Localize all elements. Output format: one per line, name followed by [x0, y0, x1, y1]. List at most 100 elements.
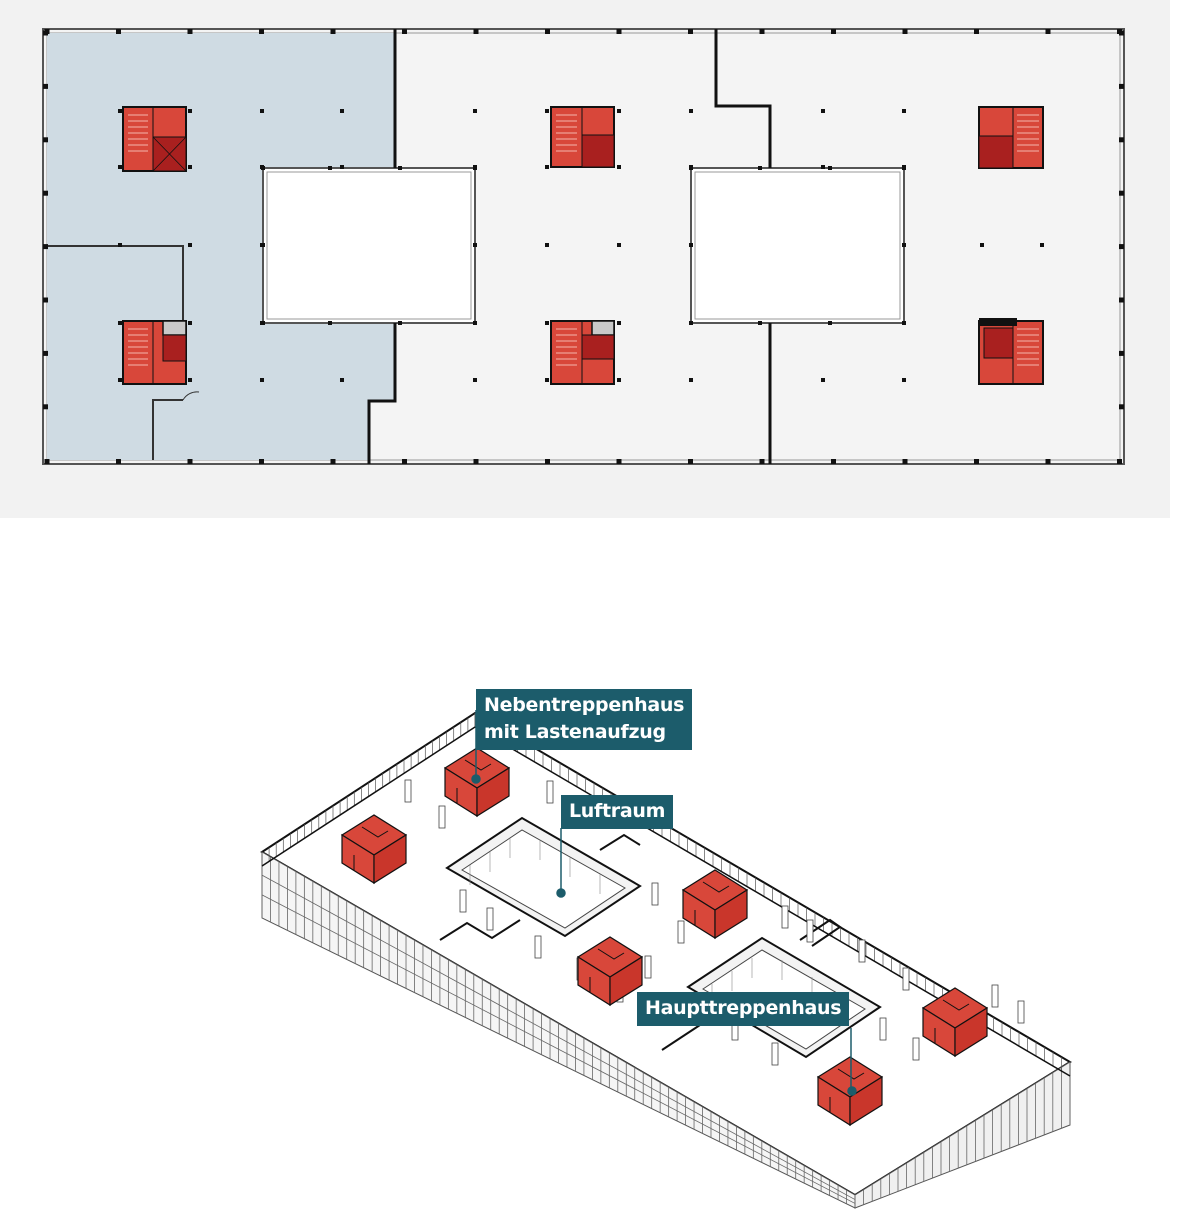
- facade-mullion: [43, 297, 48, 303]
- plan-column: [545, 378, 549, 382]
- core-bottom-middle: [550, 320, 615, 385]
- plan-column: [118, 109, 122, 113]
- iso-rail: [261, 726, 476, 867]
- callout-secondary-stair: Nebentreppenhaus mit Lastenaufzug: [476, 689, 693, 750]
- plan-column: [188, 321, 192, 325]
- facade-mullion: [1119, 137, 1124, 143]
- iso-facade-band: [261, 894, 856, 1204]
- iso-partition-walls: [439, 833, 842, 1051]
- facade-mullion: [259, 459, 264, 464]
- atrium-column: [261, 243, 265, 247]
- facade-mullion: [473, 29, 479, 34]
- atrium-right-inner: [694, 171, 901, 320]
- atrium-column: [758, 321, 762, 325]
- facade-mullion: [187, 29, 193, 34]
- iso-column: [771, 1042, 779, 1066]
- atrium-column: [689, 243, 693, 247]
- iso-facade-mullions: [261, 852, 1071, 1208]
- plan-column: [188, 109, 192, 113]
- plan-columns: [118, 109, 1044, 382]
- iso-column: [912, 1037, 920, 1061]
- atrium-column: [473, 243, 477, 247]
- atrium-column: [261, 321, 265, 325]
- atrium-column: [473, 166, 477, 170]
- facade-mullion: [616, 459, 622, 464]
- iso-column: [438, 805, 446, 829]
- atrium-column: [689, 166, 693, 170]
- plan-column: [1040, 243, 1044, 247]
- iso-column: [651, 882, 659, 906]
- atrium-column: [828, 166, 832, 170]
- plan-column: [617, 321, 621, 325]
- iso-column: [486, 907, 494, 931]
- tenant-subdivision: [47, 245, 200, 460]
- plan-column: [545, 243, 549, 247]
- facade-mullion: [43, 404, 48, 410]
- callout-main-stair-label: Haupttreppenhaus: [645, 997, 842, 1019]
- iso-column: [546, 780, 554, 804]
- plan-column: [821, 378, 825, 382]
- facade-mullion: [1119, 244, 1124, 250]
- plan-column: [617, 165, 621, 169]
- plan-column: [689, 378, 693, 382]
- plan-column: [617, 243, 621, 247]
- facade-mullion: [402, 459, 407, 464]
- floor-plan: [42, 28, 1125, 465]
- facade-mullion: [187, 459, 193, 464]
- plan-column: [188, 165, 192, 169]
- plan-facade-mullions: [43, 29, 1124, 464]
- facade-mullion: [1045, 459, 1051, 464]
- iso-core: [340, 814, 408, 885]
- facade-mullion: [43, 83, 48, 89]
- iso-column: [806, 919, 814, 943]
- facade-mullion: [545, 459, 550, 464]
- atrium-column: [902, 166, 906, 170]
- iso-column: [534, 935, 542, 959]
- facade-mullion: [545, 29, 550, 34]
- facade-mullion: [831, 459, 836, 464]
- plan-column: [821, 165, 825, 169]
- plan-column: [902, 378, 906, 382]
- facade-mullion: [974, 29, 979, 34]
- atrium-column: [328, 321, 332, 325]
- atrium-column: [902, 321, 906, 325]
- facade-mullion: [688, 459, 693, 464]
- facade-mullion: [1119, 404, 1124, 410]
- iso-column: [991, 984, 999, 1008]
- facade-mullion: [1119, 30, 1124, 36]
- facade-mullion: [1119, 297, 1124, 303]
- callout-atrium: Luftraum: [561, 795, 674, 829]
- iso-column: [858, 939, 866, 963]
- callout-main-stair: Haupttreppenhaus: [637, 992, 850, 1026]
- plan-column: [188, 243, 192, 247]
- atrium-left-inner: [266, 171, 472, 320]
- iso-column: [879, 1017, 887, 1041]
- atrium-column: [902, 243, 906, 247]
- facade-mullion: [116, 29, 121, 34]
- iso-column: [459, 889, 467, 913]
- facade-mullion: [330, 29, 336, 34]
- iso-atrium-left: [445, 816, 642, 938]
- plan-column: [340, 165, 344, 169]
- facade-mullion: [43, 350, 48, 356]
- plan-column: [980, 243, 984, 247]
- plan-column: [118, 321, 122, 325]
- callout-atrium-label: Luftraum: [569, 800, 666, 822]
- iso-core: [681, 869, 749, 940]
- atrium-column: [261, 166, 265, 170]
- facade-mullion: [43, 137, 48, 143]
- callout-secondary-stair-line2: mit Lastenaufzug: [484, 721, 666, 743]
- facade-mullion: [330, 459, 336, 464]
- iso-column: [404, 779, 412, 803]
- plan-column: [473, 109, 477, 113]
- facade-mullion: [759, 29, 765, 34]
- iso-column: [1017, 1000, 1025, 1024]
- plan-column: [260, 109, 264, 113]
- facade-mullion: [688, 29, 693, 34]
- iso-core: [576, 936, 644, 1007]
- facade-mullion: [259, 29, 264, 34]
- plan-column: [617, 378, 621, 382]
- partition-walls: [367, 29, 772, 464]
- core-top-middle: [550, 106, 615, 168]
- iso-column: [902, 967, 910, 991]
